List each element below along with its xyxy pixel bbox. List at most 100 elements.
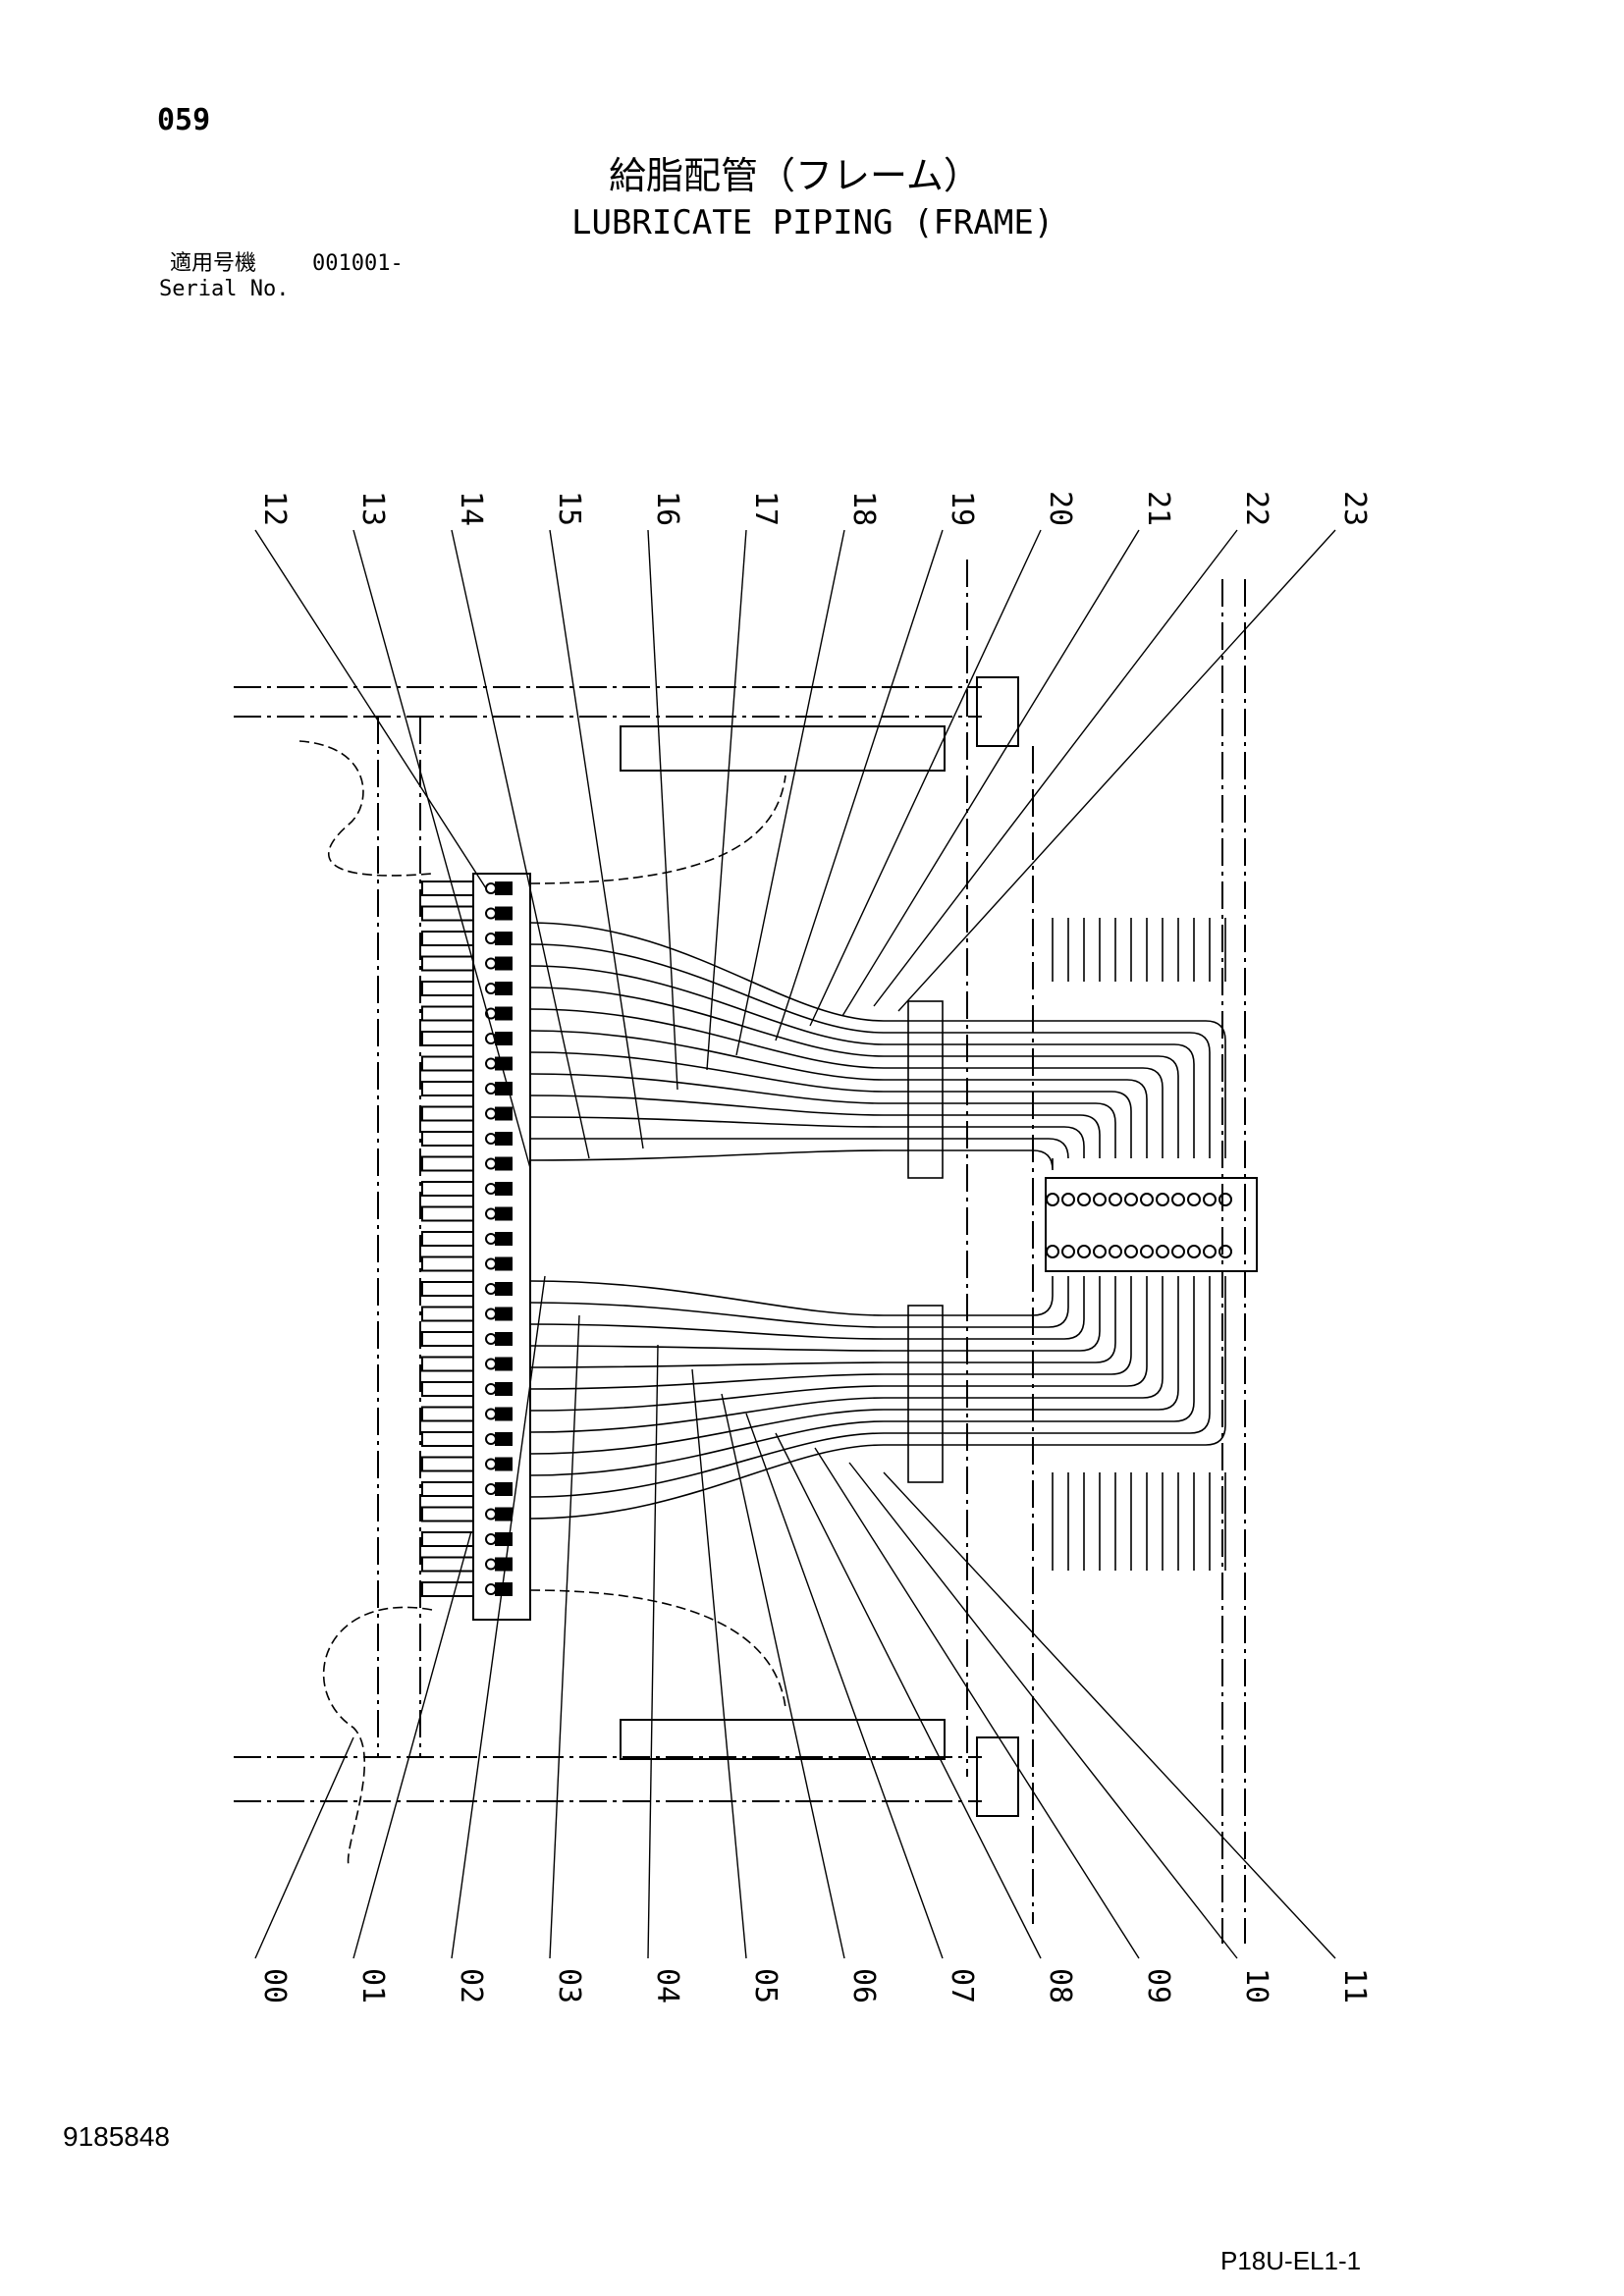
- leader-line: [883, 1471, 1336, 1959]
- callout-label-bottom: 05: [748, 1968, 783, 2003]
- callout-label-bottom: 04: [650, 1968, 684, 2003]
- leader-line: [451, 529, 590, 1159]
- leader-line: [814, 1447, 1140, 1959]
- pipe-line: [530, 1138, 1069, 1159]
- terminal-port: [1218, 1245, 1232, 1258]
- leader-line: [721, 1393, 845, 1959]
- fitting-nut: [495, 1357, 513, 1371]
- grease-nipple: [421, 1306, 474, 1322]
- fitting-nut: [495, 1282, 513, 1296]
- leader-line: [352, 529, 531, 1169]
- grease-nipple: [421, 1406, 474, 1422]
- terminal-port: [1046, 1193, 1059, 1206]
- terminal-port: [1203, 1193, 1217, 1206]
- fitting-nut: [495, 1482, 513, 1496]
- fitting-nut: [495, 1307, 513, 1321]
- fitting: [485, 1057, 497, 1070]
- hose-lower-left: [322, 1606, 433, 1866]
- terminal-block-body: [1045, 1177, 1258, 1272]
- frame-outline: [234, 560, 1246, 1944]
- fitting: [485, 1257, 497, 1270]
- fitting: [485, 1233, 497, 1245]
- pipe-line: [529, 1276, 1148, 1412]
- grease-nipple: [421, 1205, 474, 1222]
- pipe-line: [529, 1276, 1116, 1368]
- page-title-english: LUBRICATE PIPING (FRAME): [571, 203, 1055, 242]
- terminal-port: [1187, 1193, 1201, 1206]
- fitting: [485, 957, 497, 970]
- leader-line: [691, 1368, 747, 1959]
- grease-nipple: [421, 1556, 474, 1573]
- pipe-bundle: [298, 740, 1226, 1866]
- terminal-port: [1109, 1245, 1122, 1258]
- pipe-line: [529, 1276, 1226, 1520]
- leader-line: [841, 529, 1140, 1017]
- callout-label-top: 18: [846, 491, 881, 526]
- pipe-line: [529, 922, 1226, 1158]
- terminal-port: [1046, 1245, 1059, 1258]
- fitting: [485, 1558, 497, 1571]
- grease-nipple: [421, 1331, 474, 1347]
- fitting: [485, 1207, 497, 1220]
- pipe-line: [529, 1051, 1132, 1158]
- terminal-port: [1077, 1245, 1091, 1258]
- fitting-nut: [495, 1256, 513, 1271]
- terminal-port: [1156, 1245, 1169, 1258]
- page-title-japanese: 給脂配管（フレーム）: [609, 154, 981, 197]
- fitting-nut: [495, 1532, 513, 1546]
- fitting-nut: [495, 906, 513, 921]
- terminal-port: [1061, 1245, 1075, 1258]
- fitting-nut: [495, 1182, 513, 1196]
- callout-label-top: 22: [1239, 491, 1273, 526]
- callout-label-bottom: 03: [552, 1968, 586, 2003]
- callout-label-top: 15: [552, 491, 586, 526]
- callout-label-bottom: 10: [1239, 1968, 1273, 2003]
- fitting: [485, 1107, 497, 1120]
- fitting: [485, 1333, 497, 1345]
- grease-nipple: [421, 881, 474, 896]
- serial-label-english: Serial No.: [159, 277, 290, 301]
- callout-label-bottom: 09: [1141, 1968, 1175, 2003]
- callout-label-top: 23: [1337, 491, 1372, 526]
- fitting-nut: [495, 956, 513, 971]
- fitting: [485, 1433, 497, 1445]
- fitting: [485, 1383, 497, 1395]
- leader-line: [848, 1462, 1238, 1959]
- leader-line: [809, 529, 1042, 1027]
- pipe-line: [529, 1030, 1148, 1158]
- terminal-port: [1156, 1193, 1169, 1206]
- terminal-port: [1140, 1193, 1154, 1206]
- grease-nipple: [421, 1255, 474, 1272]
- fitting-nut: [495, 881, 513, 895]
- terminal-port: [1187, 1245, 1201, 1258]
- fitting: [485, 1133, 497, 1145]
- leader-line: [549, 1314, 580, 1959]
- fitting-nut: [495, 1106, 513, 1121]
- pipe-line: [529, 1276, 1132, 1390]
- document-number: 9185848: [63, 2121, 171, 2152]
- grease-nipple: [421, 1531, 474, 1547]
- callout-label-bottom: 11: [1337, 1968, 1372, 2003]
- fitting-nut: [495, 1206, 513, 1221]
- fitting: [485, 907, 497, 920]
- terminal-port: [1093, 1193, 1107, 1206]
- upper-bracket: [620, 725, 946, 772]
- grease-nipple: [421, 931, 474, 946]
- callout-label-top: 14: [454, 491, 488, 526]
- fitting: [485, 1508, 497, 1521]
- pipe-line: [529, 1073, 1116, 1158]
- pipe-clamp-lower: [907, 1305, 944, 1483]
- callout-label-bottom: 08: [1043, 1968, 1077, 2003]
- pipe-line: [529, 1276, 1164, 1433]
- grease-nipple: [421, 1155, 474, 1172]
- grease-nipple: [421, 1055, 474, 1072]
- grease-nipple: [421, 981, 474, 996]
- fitting: [485, 1408, 497, 1420]
- leader-line: [254, 529, 487, 889]
- fitting-nut: [495, 1407, 513, 1421]
- page-number: 059: [157, 103, 211, 137]
- fitting: [485, 1458, 497, 1470]
- pipe-line: [529, 1276, 1211, 1498]
- leader-line: [735, 529, 845, 1056]
